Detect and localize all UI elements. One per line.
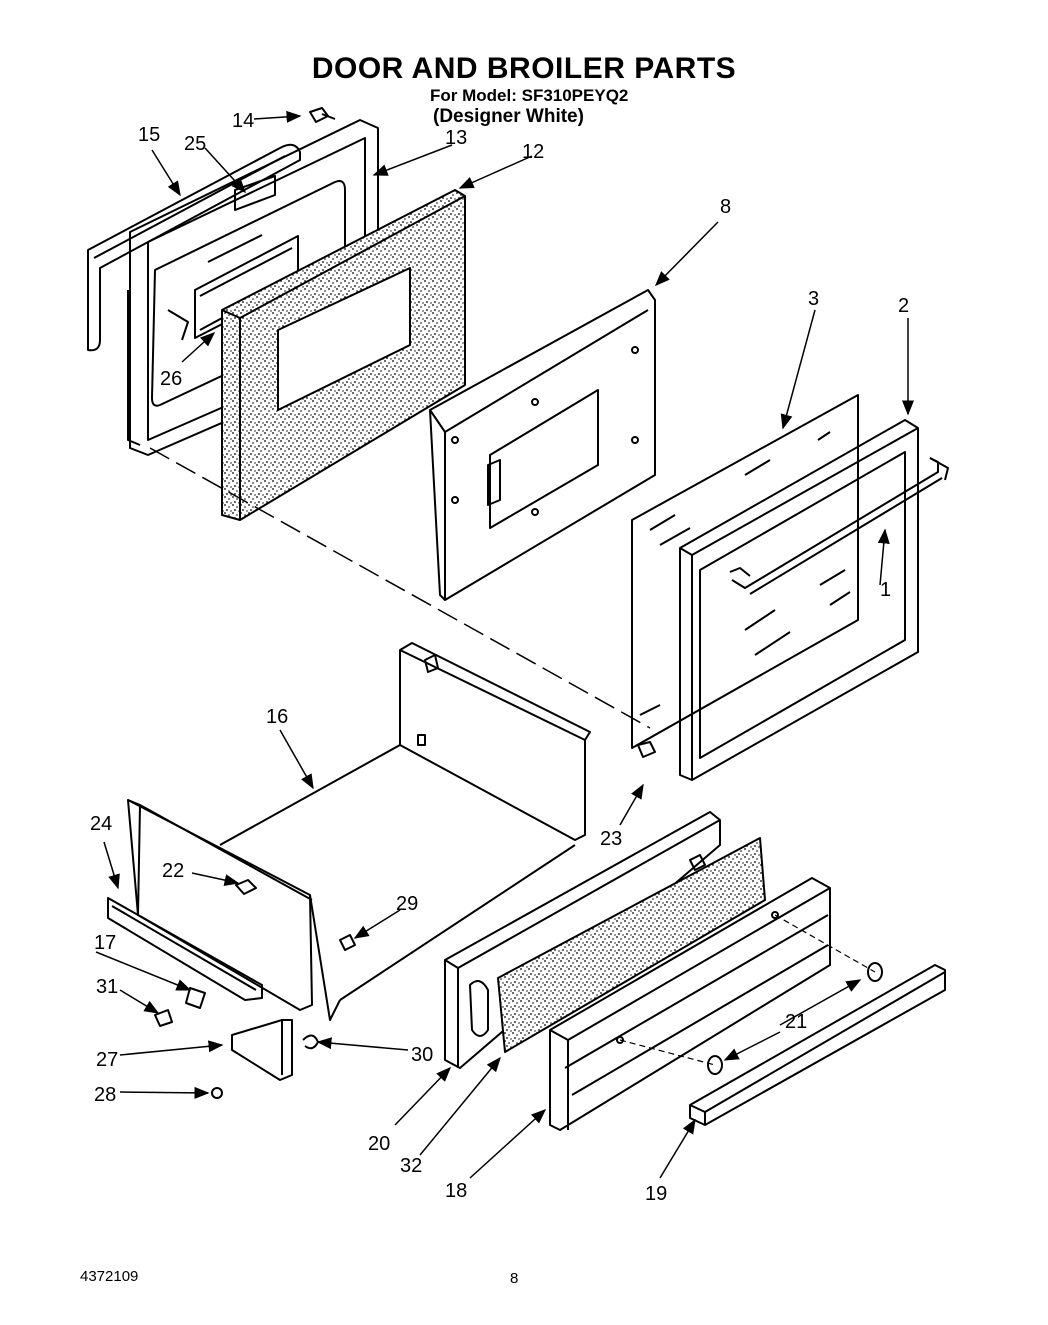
callout-14: 14 [232,110,254,132]
drawer-rail-part [107,897,263,1001]
washer-part-28 [211,1087,223,1099]
door-handle-part [729,457,949,595]
bumper-part-21a [867,962,883,982]
callout-23: 23 [600,828,622,850]
callout-8: 8 [720,196,731,218]
callout-31: 31 [96,976,118,998]
door-insulation-part [221,189,466,521]
callout-1: 1 [880,579,891,601]
page-number: 8 [510,1270,519,1287]
drawer-side-panel-part [127,799,341,1021]
screw-part-14 [309,107,336,123]
callout-15: 15 [138,124,160,146]
callout-3: 3 [808,288,819,310]
callout-20: 20 [368,1133,390,1155]
callout-12: 12 [522,141,544,163]
drawer-trim-part [689,964,946,1126]
drawer-insulation-part [497,837,766,1053]
door-inner-panel-part [429,289,656,601]
callout-24: 24 [90,813,112,835]
inner-drawer-front-part [444,811,721,1069]
screw-part-22 [235,879,257,895]
callout-13: 13 [445,127,467,149]
drawer-bracket-part [231,1019,293,1081]
callout-22: 22 [162,860,184,882]
callout-28: 28 [94,1084,116,1106]
callout-32: 32 [400,1155,422,1177]
bumper-part-21b [707,1055,723,1075]
callout-18: 18 [445,1180,467,1202]
callout-21: 21 [785,1011,807,1033]
callout-27: 27 [96,1049,118,1071]
callout-2: 2 [898,295,909,317]
screw-part-29 [339,934,356,951]
outer-drawer-front-part [549,877,831,1131]
outer-door-frame-part [679,419,919,781]
door-glass-part [631,394,859,749]
clip-part-30 [302,1034,319,1050]
clip-part-17 [185,987,206,1009]
screw-part-23 [637,741,656,758]
screw-part-31 [154,1009,173,1027]
callout-19: 19 [645,1183,667,1205]
callout-16: 16 [266,706,288,728]
callout-30: 30 [411,1044,433,1066]
model-line: For Model: SF310PEYQ2 [430,86,629,105]
page-title: DOOR AND BROILER PARTS [311,52,737,85]
variant-label: (Designer White) [433,106,584,127]
callout-29: 29 [396,893,418,915]
broiler-drawer-pan-part [219,642,591,1001]
callout-26: 26 [160,368,182,390]
callout-17: 17 [94,932,116,954]
callout-25: 25 [184,133,206,155]
document-number: 4372109 [80,1268,139,1285]
